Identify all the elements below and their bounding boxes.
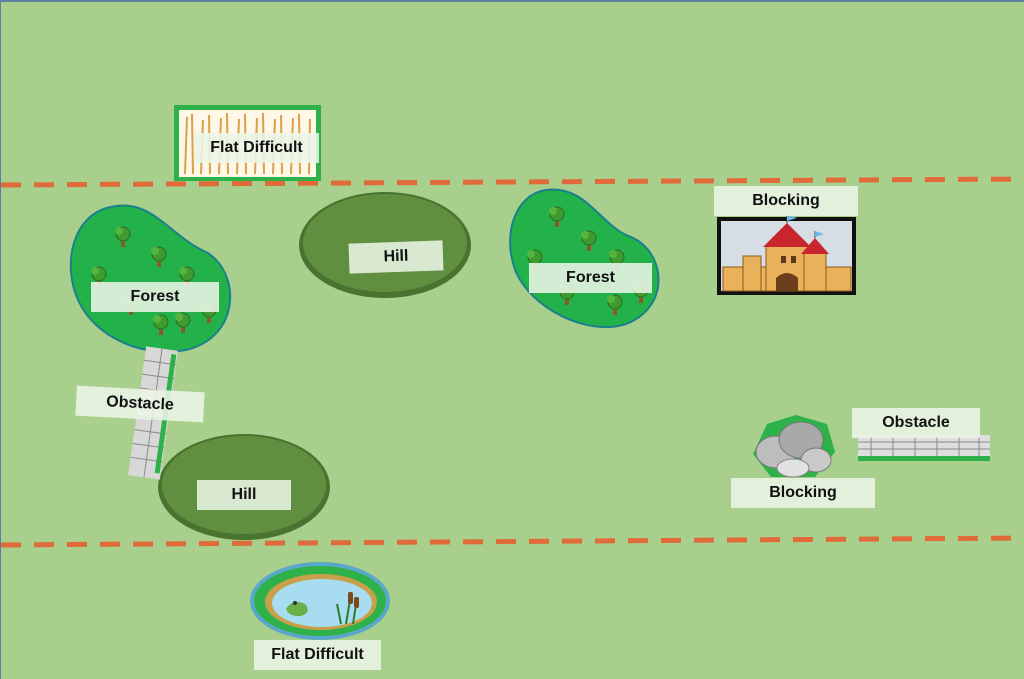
pond-icon[interactable] bbox=[250, 562, 390, 640]
bottom-boundary-line bbox=[1, 535, 1024, 548]
forest-left[interactable] bbox=[69, 204, 232, 353]
label-hill-bottom: Hill bbox=[197, 480, 291, 510]
label-obstacle-right: Obstacle bbox=[852, 408, 980, 438]
stone-wall-horizontal-icon[interactable] bbox=[858, 435, 990, 461]
label-blocking-castle: Blocking bbox=[714, 186, 858, 216]
label-flat-difficult-top: Flat Difficult bbox=[194, 133, 319, 163]
label-forest-left: Forest bbox=[91, 282, 219, 312]
forest-right[interactable] bbox=[509, 188, 660, 329]
label-blocking-rocks: Blocking bbox=[731, 478, 875, 508]
rock-pile-icon[interactable] bbox=[753, 415, 835, 478]
label-hill-top: Hill bbox=[348, 240, 444, 274]
label-flat-difficult-pond: Flat Difficult bbox=[254, 640, 381, 670]
label-forest-right: Forest bbox=[529, 263, 652, 293]
top-boundary-line bbox=[1, 176, 1024, 188]
castle-icon[interactable] bbox=[717, 215, 856, 295]
